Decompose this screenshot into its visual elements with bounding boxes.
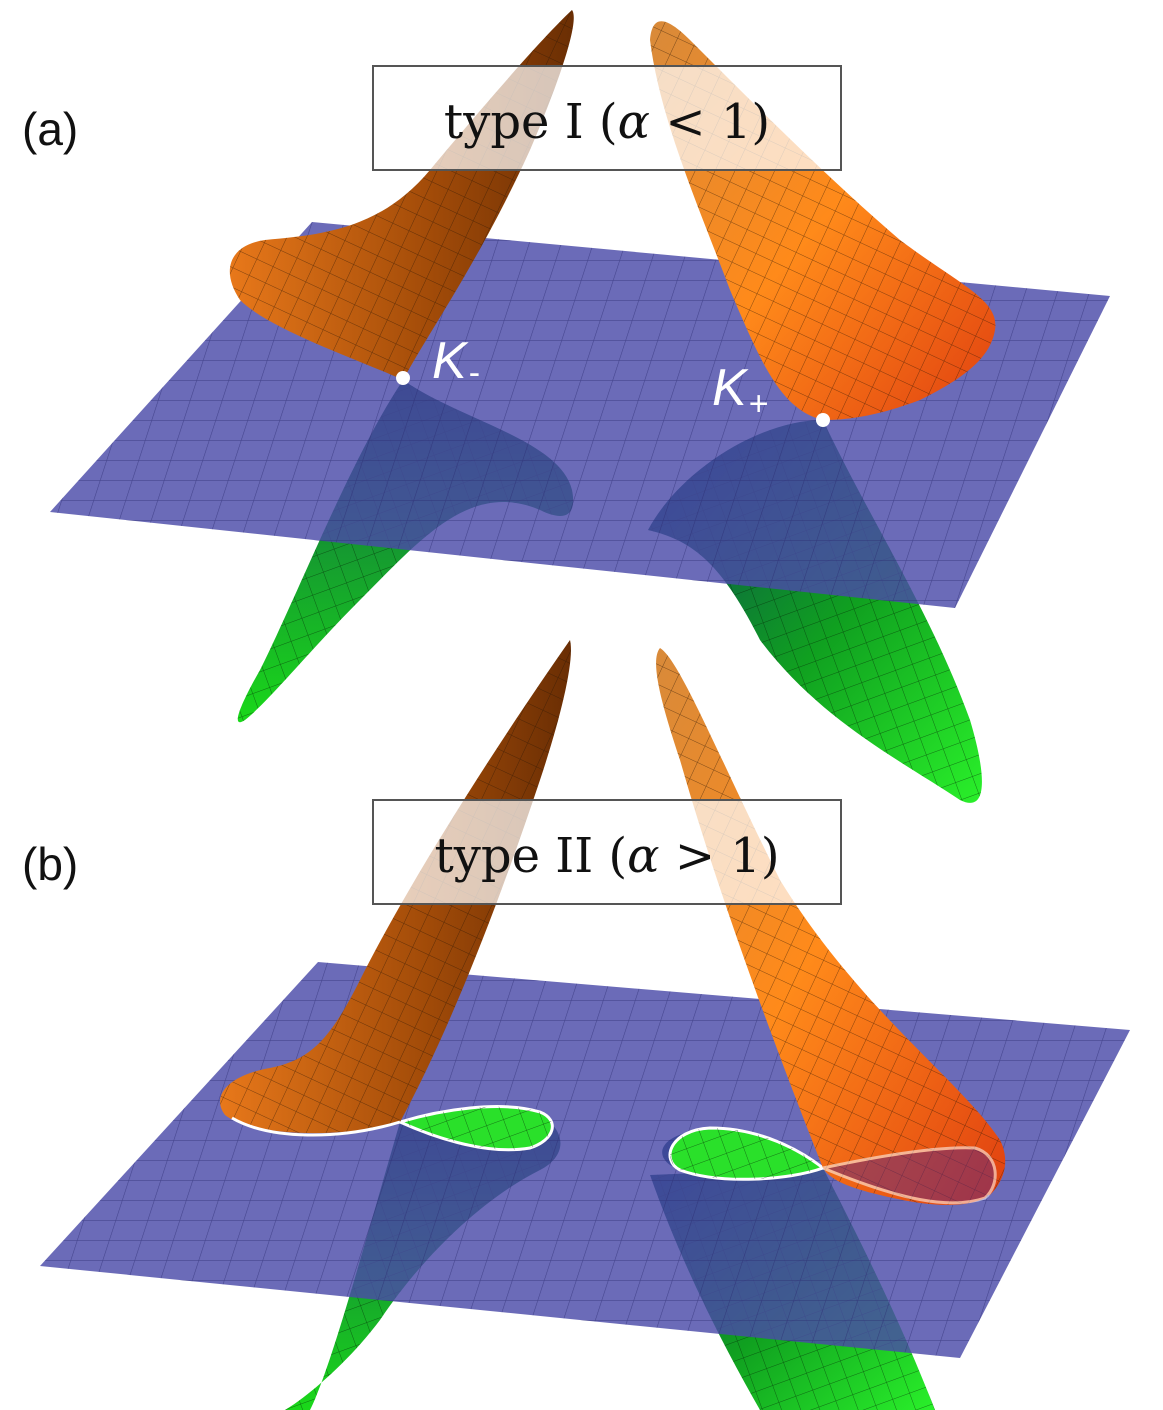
title-box-a — [372, 65, 842, 171]
panel-label-a: (a) — [22, 103, 78, 155]
title-a: type I (α < 1) — [444, 94, 770, 150]
k-plus-label: K+ — [712, 359, 769, 423]
panel-a: K- K+ type I (α < 1) (a) — [22, 10, 1110, 803]
title-b: type II (α > 1) — [434, 828, 779, 884]
panel-label-b: (b) — [22, 838, 78, 890]
dirac-point-k-minus — [396, 371, 410, 385]
title-box-b — [372, 799, 842, 905]
k-minus-label: K- — [432, 332, 480, 392]
panel-b: type II (α > 1) (b) — [22, 640, 1130, 1410]
dirac-point-k-plus — [816, 413, 830, 427]
